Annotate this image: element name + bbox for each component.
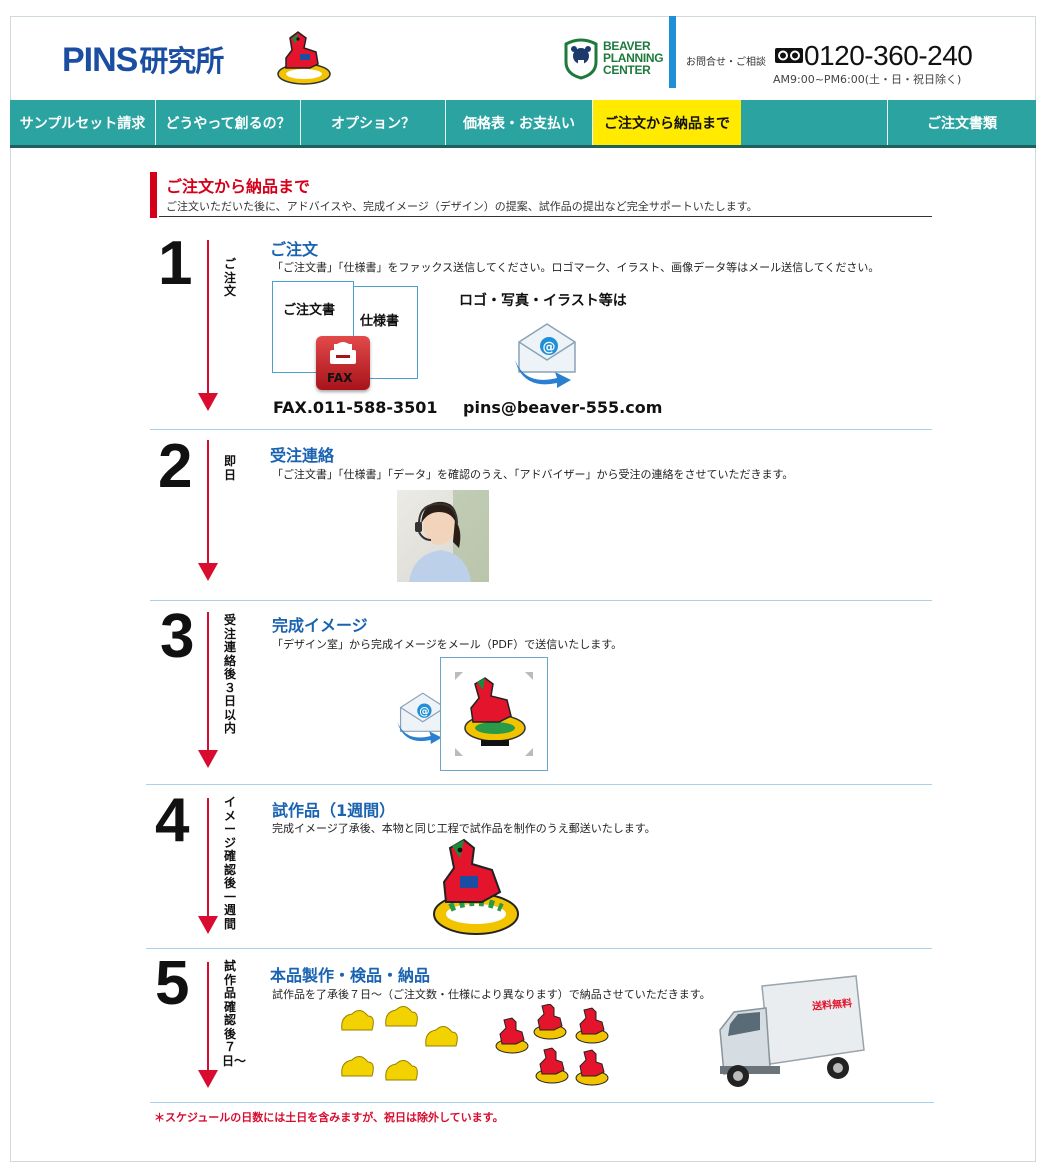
step-divider [150, 600, 932, 601]
logo-pins: PINS [62, 41, 138, 79]
fax-icon [316, 336, 370, 390]
step-arrow [207, 798, 209, 920]
phone-number[interactable]: 0120-360-240 [804, 40, 973, 71]
main-nav: サンプルセット請求 どうやって創るの？ オプション？ 価格表・お支払い ご注文か… [10, 100, 1036, 145]
step-timing: 即日 [223, 454, 236, 482]
step-desc: 「ご注文書」「仕様書」をファックス送信してください。ロゴマーク、イラスト、画像デ… [272, 261, 880, 274]
step-number: 2 [158, 432, 193, 501]
freedial-icon [775, 48, 803, 63]
down-arrow-icon [198, 916, 218, 934]
svg-text:@: @ [543, 340, 556, 355]
email-icon: @ [397, 692, 446, 744]
section-title-bar [150, 172, 157, 218]
nav-how-made[interactable]: どうやって創るの？ [156, 100, 301, 145]
prototype-pin-icon [433, 838, 519, 935]
step-divider [146, 948, 932, 949]
step-desc: 完成イメージ了承後、本物と同じ工程で試作品を制作のうえ郵送いたします。 [272, 822, 656, 835]
step-timing: ご注文 [223, 257, 236, 298]
nav-sample-request[interactable]: サンプルセット請求 [10, 100, 156, 145]
step-number: 5 [155, 949, 190, 1018]
rocking-horse-design-icon [455, 672, 533, 756]
nav-order-to-delivery[interactable]: ご注文から納品まで [593, 100, 741, 145]
pin-backs-icon [341, 1006, 458, 1081]
down-arrow-icon [198, 750, 218, 768]
step-arrow [207, 240, 209, 396]
company-name: BEAVER PLANNING CENTER [603, 39, 664, 77]
step-desc: 「ご注文書」「仕様書」「データ」を確認のうえ、「アドバイザー」から受注の連絡をさ… [272, 468, 794, 481]
fax-machine-icon [330, 342, 356, 364]
fax-number: FAX.011-588-3501 [273, 398, 438, 417]
down-arrow-icon [198, 563, 218, 581]
step-title: ご注文 [270, 240, 319, 259]
beaver-emblem-icon [564, 38, 598, 80]
step-divider [146, 784, 932, 785]
down-arrow-icon [198, 393, 218, 411]
step-number: 4 [155, 786, 190, 855]
nav-price-payment[interactable]: 価格表・お支払い [446, 100, 593, 145]
logo-kanji: 研究所 [139, 46, 224, 78]
step-divider [150, 1102, 934, 1103]
step-timing: 受注連絡後３日以内 [223, 613, 236, 735]
inquiry-label: お問合せ・ご相談 [686, 57, 766, 68]
delivery-truck-icon [719, 975, 865, 1087]
business-hours: AM9:00~PM6:00(土・日・祝日除く) [773, 73, 962, 86]
order-form-label: ご注文書 [283, 303, 336, 318]
email-icon: @ [515, 323, 576, 388]
page-frame [10, 16, 1036, 1162]
section-divider [159, 216, 932, 217]
rocking-horse-icon [277, 31, 331, 85]
step-arrow [207, 962, 209, 1072]
spec-sheet-label: 仕様書 [360, 314, 400, 329]
step-number: 1 [158, 229, 193, 298]
step-divider [150, 429, 932, 430]
step-title: 完成イメージ [272, 616, 368, 635]
step-arrow [207, 612, 209, 754]
header-divider [669, 16, 676, 88]
step-timing: 試作品確認後７日〜 [222, 959, 247, 1068]
step-title: 試作品（1週間） [272, 801, 396, 820]
step-desc: 「デザイン室」から完成イメージをメール（PDF）で送信いたします。 [272, 638, 623, 651]
operator-figure-icon [409, 490, 489, 582]
step-desc: 試作品を了承後７日〜（ご注文数・仕様により異なります）で納品させていただきます。 [272, 988, 711, 1001]
fax-badge: FAX [327, 371, 353, 385]
step-title: 本品製作・検品・納品 [270, 966, 431, 985]
design-preview-frame [440, 657, 548, 771]
mail-heading: ロゴ・写真・イラスト等は [459, 293, 627, 309]
email-address[interactable]: pins@beaver-555.com [463, 398, 663, 417]
nav-underline [10, 145, 1036, 148]
finished-pins-icon [495, 1004, 609, 1086]
schedule-note: ＊スケジュールの日数には土日を含みますが、祝日は除外しています。 [154, 1111, 504, 1124]
nav-options[interactable]: オプション？ [301, 100, 446, 145]
step-number: 3 [160, 602, 195, 671]
step-title: 受注連絡 [270, 446, 335, 465]
down-arrow-icon [198, 1070, 218, 1088]
svg-text:@: @ [419, 706, 429, 718]
step-timing: イメージ確認後一週間 [223, 795, 236, 931]
page-title: ご注文から納品まで [166, 177, 311, 196]
operator-photo [397, 490, 489, 582]
step-arrow [207, 440, 209, 566]
nav-blank [741, 100, 888, 145]
site-logo[interactable]: PINS研究所 [62, 38, 224, 80]
section-lead: ご注文いただいた後に、アドバイスや、完成イメージ（デザイン）の提案、試作品の提出… [166, 200, 758, 213]
nav-order-forms[interactable]: ご注文書類 [927, 115, 997, 132]
